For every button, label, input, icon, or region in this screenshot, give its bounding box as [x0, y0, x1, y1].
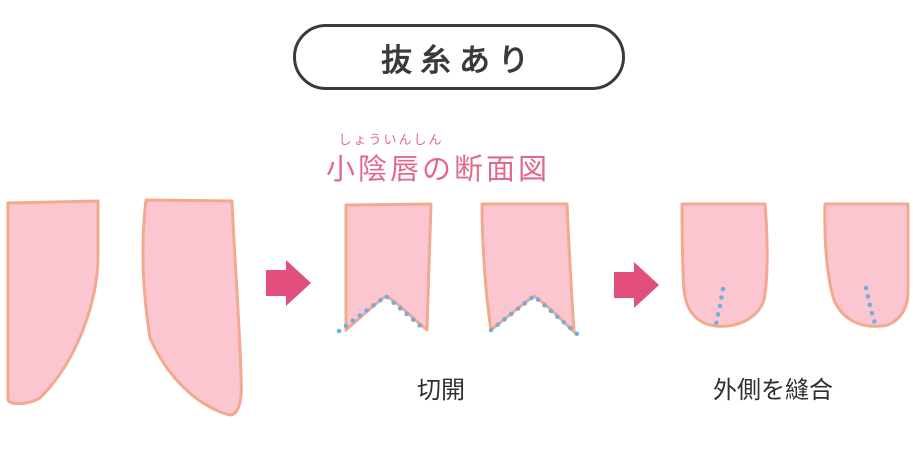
labium-left-original: [6, 199, 100, 406]
caption-suture: 外側を縫合: [713, 376, 833, 404]
suture-dots-left: [713, 286, 726, 327]
incision-dots-left: [336, 293, 428, 334]
title-pill: 抜糸あり: [293, 24, 625, 90]
labium-right-sutured: [823, 202, 910, 328]
stage-suture: [680, 202, 910, 328]
stage-incision: [336, 202, 580, 337]
suture-dots-right: [863, 285, 878, 327]
title-text: 抜糸あり: [381, 42, 537, 79]
subtitle-ruby: しょういんしん: [338, 133, 444, 148]
subtitle-text: 小陰唇の断面図: [326, 152, 551, 186]
arrow-icon-2: [614, 262, 659, 308]
caption-incision: 切開: [417, 376, 465, 404]
labium-left-sutured: [680, 202, 769, 328]
arrow-icon-1: [266, 260, 311, 306]
labium-left-incision: [344, 202, 433, 332]
labium-right-incision: [480, 202, 576, 334]
incision-dots-right: [488, 293, 580, 337]
stage-original: [6, 198, 243, 417]
labium-right-original: [141, 198, 243, 417]
